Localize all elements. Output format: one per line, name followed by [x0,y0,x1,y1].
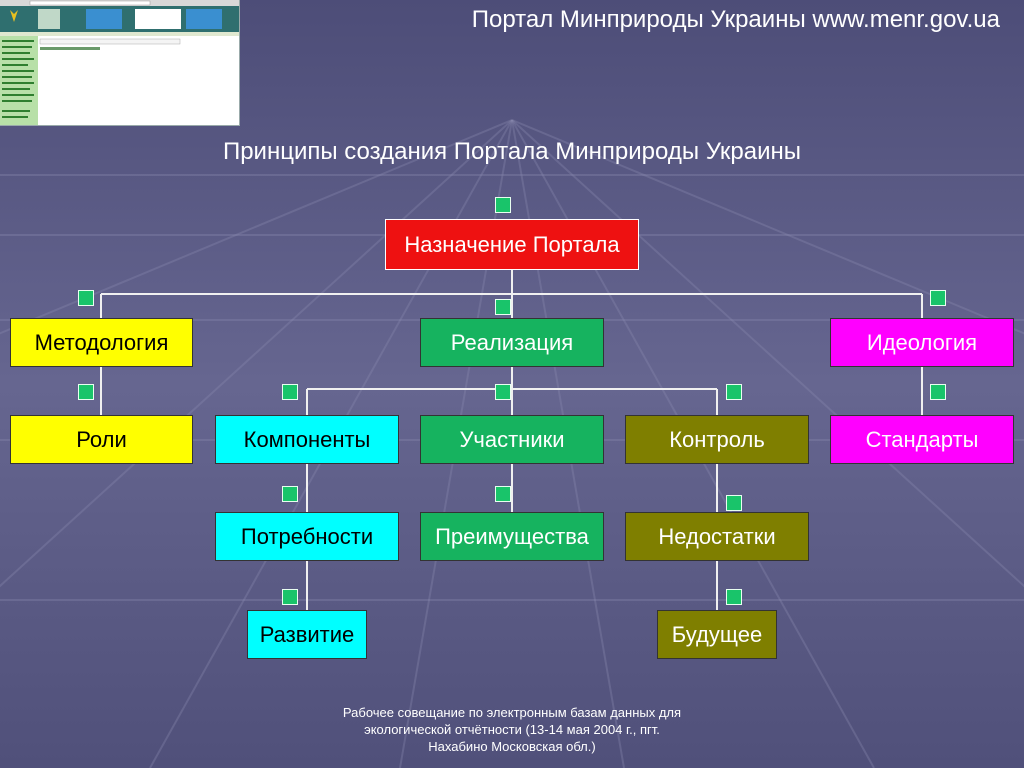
portal-screenshot-thumbnail [0,0,240,126]
node-participants: Участники [420,415,604,464]
portal-screenshot-image [0,0,239,125]
bullet-marker [495,197,511,213]
bullet-marker [726,589,742,605]
node-future: Будущее [657,610,777,659]
bullet-marker [726,495,742,511]
bullet-marker [282,384,298,400]
node-methodology: Методология [10,318,193,367]
slide-title: Портал Минприроды Украины www.menr.gov.u… [471,6,1000,33]
node-development: Развитие [247,610,367,659]
diagram-subtitle: Принципы создания Портала Минприроды Укр… [222,138,802,165]
bullet-marker [78,290,94,306]
node-purpose: Назначение Портала [385,219,639,270]
bullet-marker [78,384,94,400]
bullet-marker [495,384,511,400]
bullet-marker [495,486,511,502]
bullet-marker [726,384,742,400]
footer-caption: Рабочее совещание по электронным базам д… [342,705,682,754]
node-ideology: Идеология [830,318,1014,367]
bullet-marker [282,486,298,502]
node-shortcomings: Недостатки [625,512,809,561]
node-advantages: Преимущества [420,512,604,561]
node-implementation: Реализация [420,318,604,367]
bullet-marker [930,290,946,306]
node-roles: Роли [10,415,193,464]
node-components: Компоненты [215,415,399,464]
node-standards: Стандарты [830,415,1014,464]
node-control: Контроль [625,415,809,464]
bullet-marker [495,299,511,315]
bullet-marker [282,589,298,605]
bullet-marker [930,384,946,400]
node-needs: Потребности [215,512,399,561]
